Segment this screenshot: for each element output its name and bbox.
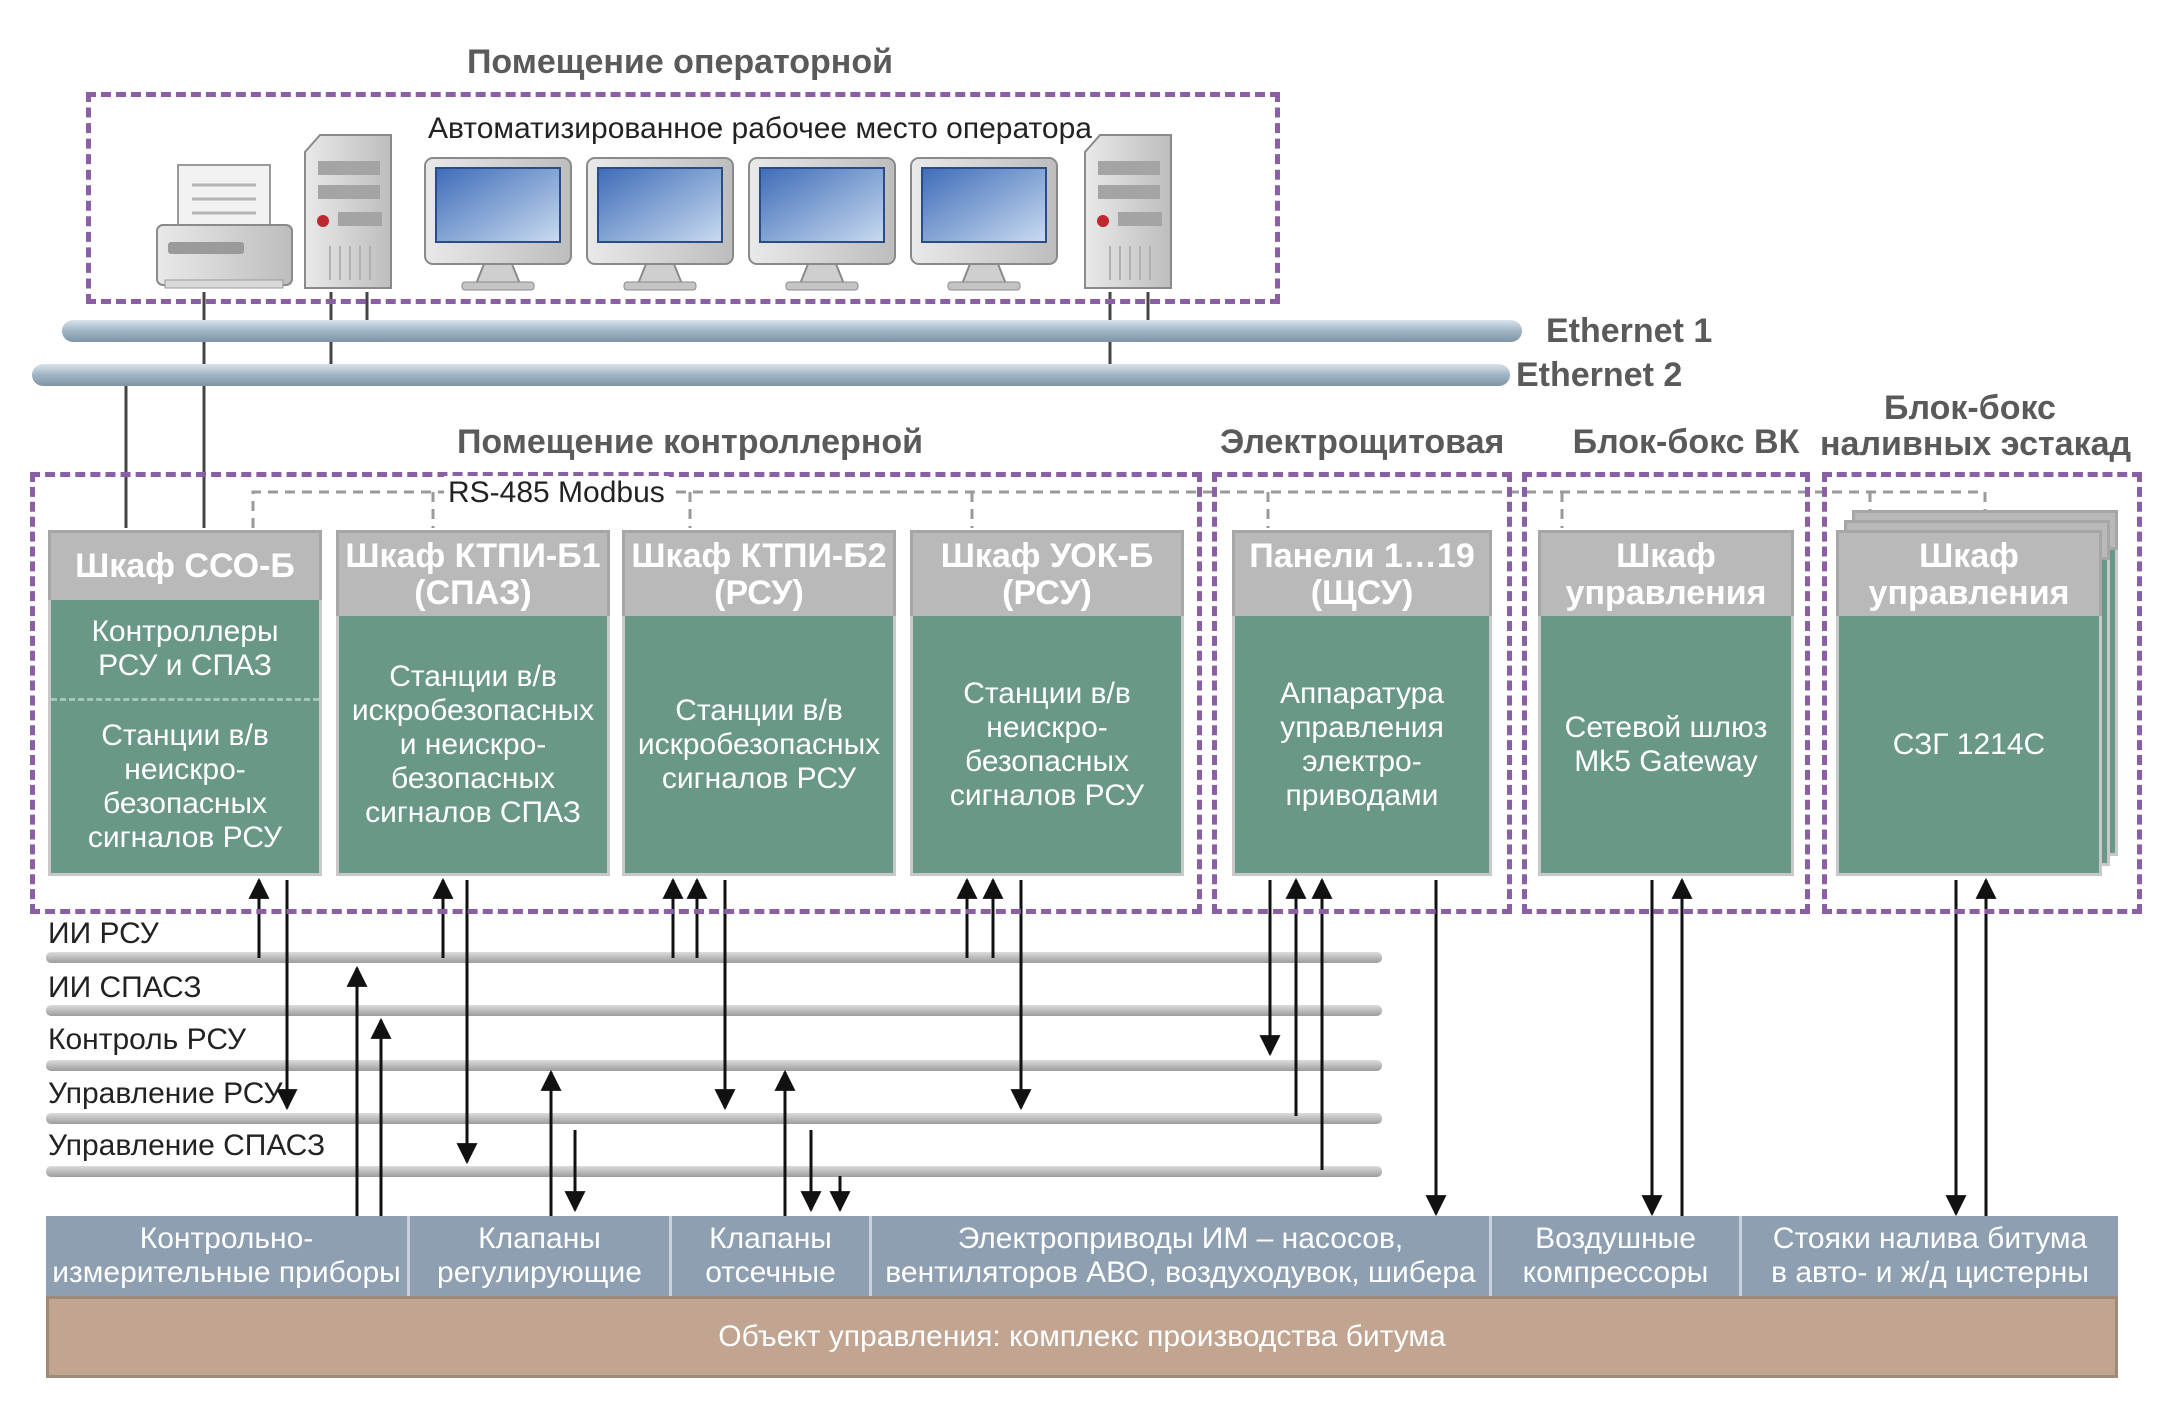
- signal-arrows: [248, 877, 1997, 1217]
- devices-row: Контрольно-измерительные приборы Клапаны…: [46, 1216, 2118, 1296]
- block-box-loading-frame: [1822, 472, 2142, 914]
- device-cell: Контрольно-измерительные приборы: [46, 1216, 410, 1296]
- operator-room-frame: [86, 92, 1280, 304]
- block-box-vk-title: Блок-бокс ВК: [1572, 423, 1800, 461]
- block-box-loading-title: Блок-бокс наливных эстакад: [1820, 389, 2132, 463]
- device-cell: Электроприводы ИМ – насосов,вентиляторов…: [872, 1216, 1492, 1296]
- monitor-icon: [748, 157, 896, 291]
- server-icon: [1084, 134, 1172, 289]
- electrical-room-title: Электрощитовая: [1220, 423, 1505, 461]
- ethernet2-pipe: [32, 364, 1510, 386]
- ethernet2-label: Ethernet 2: [1516, 356, 1683, 394]
- operator-room-title: Помещение операторной: [466, 43, 894, 81]
- electrical-room-frame: [1212, 472, 1512, 914]
- ethernet1-pipe: [62, 320, 1522, 342]
- monitor-icon: [424, 157, 572, 291]
- bus-label: Контроль РСУ: [48, 1023, 247, 1056]
- bus-label: ИИ СПАСЗ: [48, 971, 202, 1004]
- bus-label: Управление РСУ: [48, 1077, 283, 1110]
- printer-icon: [156, 164, 293, 289]
- monitor-icon: [586, 157, 734, 291]
- monitor-icon: [910, 157, 1058, 291]
- control-cabinet-loading-body: СЗГ 1214С: [1836, 616, 2102, 876]
- cabinet-uok-b-title: Шкаф УОК-Б(РСУ): [910, 530, 1184, 616]
- cabinet-sso-b-body: Контроллеры РСУ и СПАЗ Станции в/в неиск…: [48, 600, 322, 876]
- block-box-vk-frame: [1522, 472, 1810, 914]
- controller-room-title: Помещение контроллерной: [456, 423, 924, 461]
- workstation-title: Автоматизированное рабочее место операто…: [428, 112, 1092, 145]
- ethernet1-label: Ethernet 1: [1546, 312, 1713, 350]
- controller-room-frame: [30, 472, 1202, 914]
- bus-label: ИИ РСУ: [48, 917, 159, 950]
- cabinet-ktpi-b1-title: Шкаф КТПИ-Б1(СПАЗ): [336, 530, 610, 616]
- bus-label: Управление СПАСЗ: [48, 1129, 326, 1162]
- server-icon: [304, 134, 392, 289]
- panels-shsu-title: Панели 1…19(ЩСУ): [1232, 530, 1492, 616]
- rs485-line: [251, 490, 1987, 528]
- rs485-label: RS-485 Modbus: [444, 476, 669, 510]
- cabinet-sso-b-title: Шкаф ССО-Б: [48, 530, 322, 600]
- object-bar: Объект управления: комплекс производства…: [46, 1296, 2118, 1378]
- cabinet-ktpi-b2-title: Шкаф КТПИ-Б2(РСУ): [622, 530, 896, 616]
